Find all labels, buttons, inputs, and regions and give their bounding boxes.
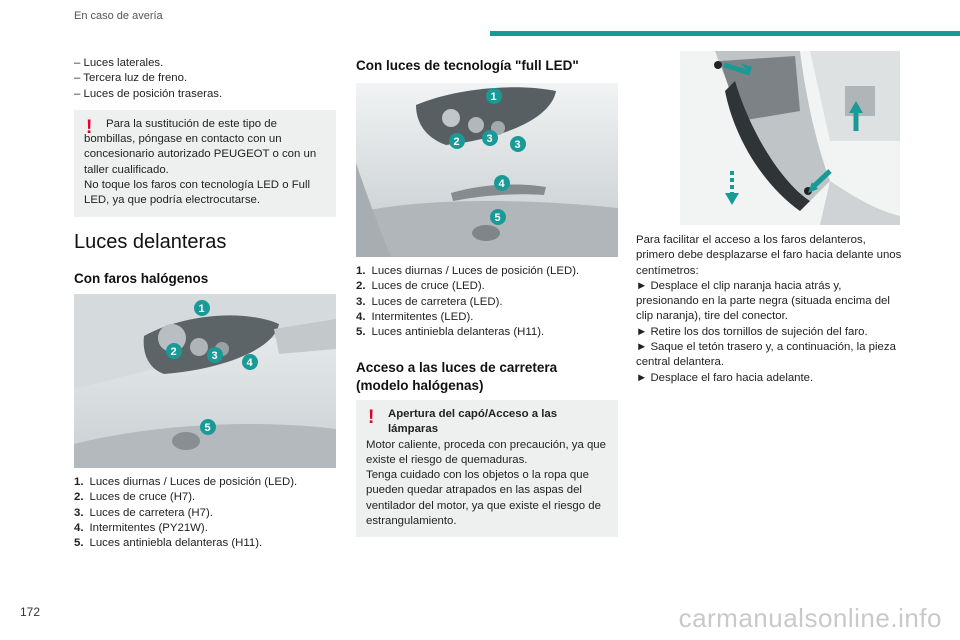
column-1: Luces laterales. Tercera luz de freno. L… — [74, 56, 336, 217]
halogen-headlamp-photo — [74, 294, 336, 468]
badge-2-label: 2 — [171, 346, 177, 358]
list-item: Luces de posición traseras. — [74, 87, 336, 102]
warning-box: ! Para la sustitución de este tipo de bo… — [74, 109, 336, 217]
warning-box: ! Apertura del capó/Acceso a las lámpara… — [356, 400, 618, 538]
subsection-title: Con luces de tecnología "full LED" — [356, 58, 579, 73]
led-legend: 1.Luces diurnas / Luces de posición (LED… — [356, 264, 626, 340]
list-item: 1.Luces diurnas / Luces de posición (LED… — [356, 265, 580, 277]
subsection-title: Con faros halógenos — [74, 271, 209, 286]
warning-text: Tenga cuidado con los objetos o la ropa … — [366, 469, 601, 528]
list-item: 3.Luces de carretera (LED). — [356, 295, 503, 308]
step-item: ► Desplace el faro hacia adelante. — [636, 371, 814, 384]
badge-2 — [449, 133, 465, 149]
warning-text: Motor caliente, proceda con precaución, … — [366, 438, 606, 466]
numbered-list: 1.Luces diurnas / Luces de posición (LED… — [74, 475, 344, 551]
list-item: 4.Intermitentes (LED). — [356, 310, 474, 323]
badge-3-label: 3 — [212, 350, 218, 362]
column-3-text: Para facilitar el acceso a los faros del… — [636, 233, 906, 386]
badge-4-label: 4 — [499, 178, 506, 190]
badge-3 — [207, 347, 223, 363]
warning-icon: ! — [86, 116, 93, 138]
arrow-icon — [723, 62, 751, 76]
column-2-warning: ! Apertura del capó/Acceso a las lámpara… — [356, 400, 618, 538]
watermark: carmanualsonline.info — [678, 603, 942, 633]
badge-3b — [510, 136, 526, 152]
list-item: Tercera luz de freno. — [74, 71, 336, 86]
arrow-icon — [725, 193, 739, 205]
badge-4-label: 4 — [247, 357, 254, 369]
step-item: ► Retire los dos tornillos de sujeción d… — [636, 325, 868, 338]
arrow-icon — [740, 63, 752, 73]
warning-icon: ! — [368, 407, 375, 428]
list-item: 4.Intermitentes (PY21W). — [74, 521, 208, 534]
warning-text: Para la sustitución de este tipo de bomb… — [84, 117, 317, 176]
badge-1-label: 1 — [491, 91, 497, 103]
badge-5-label: 5 — [205, 422, 211, 434]
arrow-icon — [811, 169, 832, 189]
list-item: 2.Luces de cruce (LED). — [356, 280, 485, 293]
subsection-title: Acceso a las luces de carretera (modelo … — [356, 360, 558, 393]
section-title: Luces delanteras — [74, 231, 227, 253]
halogen-legend: 1.Luces diurnas / Luces de posición (LED… — [74, 475, 344, 551]
dash-list: Luces laterales. Tercera luz de freno. L… — [74, 56, 336, 102]
arrows-overlay — [723, 62, 863, 205]
callout-badges: 1 2 3 3 4 5 — [449, 88, 526, 225]
page-number: 172 — [20, 605, 41, 619]
header-accent-bar — [490, 31, 960, 36]
badge-3b-label: 3 — [515, 139, 521, 151]
badge-2-label: 2 — [454, 136, 460, 148]
badge-4 — [494, 175, 510, 191]
numbered-list: 1.Luces diurnas / Luces de posición (LED… — [356, 264, 626, 340]
list-item: 5.Luces antiniebla delanteras (H11). — [356, 326, 545, 339]
badge-4 — [242, 354, 258, 370]
list-item: Luces laterales. — [74, 56, 336, 71]
list-item: 5.Luces antiniebla delanteras (H11). — [74, 537, 263, 550]
badge-3 — [482, 130, 498, 146]
badge-5-label: 5 — [495, 212, 501, 224]
warning-title: Apertura del capó/Acceso a las lámparas — [388, 408, 558, 436]
badge-2 — [166, 343, 182, 359]
arrow-icon — [849, 101, 863, 113]
warning-text: No toque los faros con tecnología LED o … — [84, 179, 311, 207]
callout-badges: 1 2 3 4 5 — [166, 300, 258, 435]
badge-5 — [490, 209, 506, 225]
step-item: ► Saque el tetón trasero y, a continuaci… — [636, 341, 896, 369]
led-headlamp-photo — [356, 83, 618, 257]
intro-paragraph: Para facilitar el acceso a los faros del… — [636, 234, 902, 277]
list-item: 1.Luces diurnas / Luces de posición (LED… — [74, 476, 298, 488]
headlamp-removal-photo — [680, 51, 900, 225]
badge-1-label: 1 — [199, 303, 205, 315]
engine-bay-illustration — [680, 51, 900, 225]
list-item: 2.Luces de cruce (H7). — [74, 491, 196, 504]
headlamp-illustration — [356, 83, 618, 257]
badge-1 — [194, 300, 210, 316]
list-item: 3.Luces de carretera (H7). — [74, 506, 213, 519]
headlamp-illustration — [74, 294, 336, 468]
arrow-icon — [808, 182, 818, 193]
running-header: En caso de avería — [74, 10, 163, 22]
badge-5 — [200, 419, 216, 435]
badge-3-label: 3 — [487, 133, 493, 145]
step-item: ► Desplace el clip naranja hacia atrás y… — [636, 279, 890, 323]
badge-1 — [486, 88, 502, 104]
